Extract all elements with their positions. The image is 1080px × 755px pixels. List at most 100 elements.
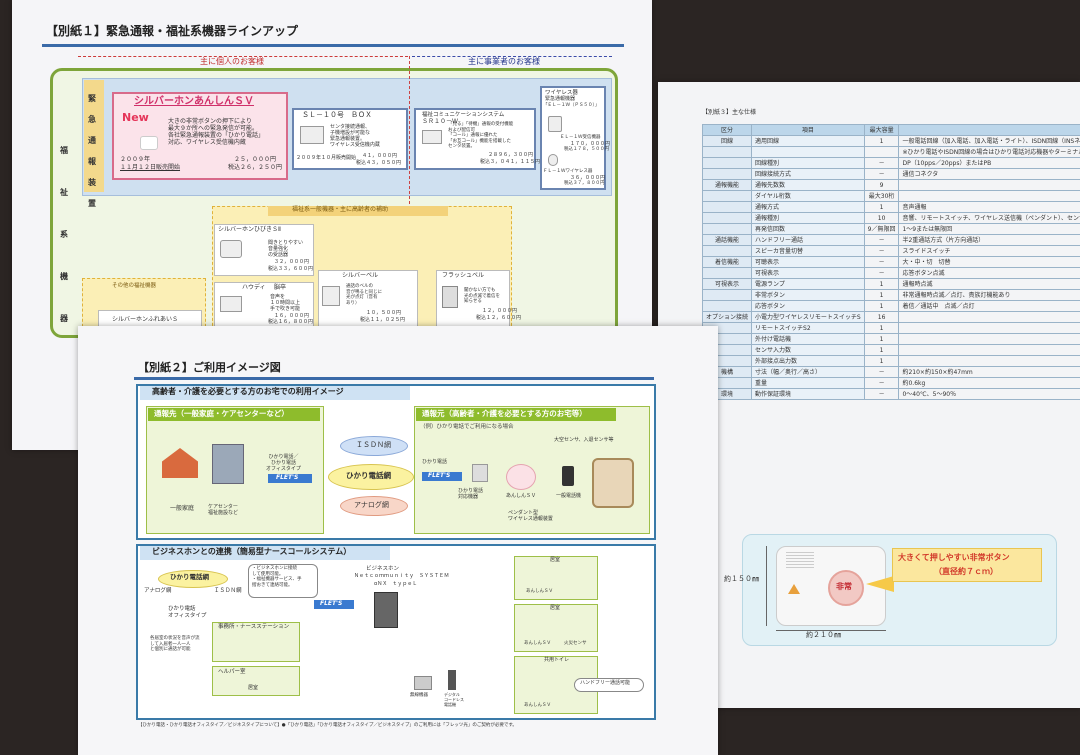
left-panel-label: 通報先（一般家庭・ケアセンターなど） (154, 409, 289, 418)
spec-cell (898, 179, 1080, 191)
spec-cell (751, 146, 865, 158)
spec-cell: － (863, 377, 900, 389)
building-icon (212, 444, 244, 484)
spec-cell: 再発信回数 (751, 223, 865, 235)
spec-row: 回線種別－DP（10pps／20pps）またはPB (701, 157, 1080, 169)
spec-cell: 小電力型ワイヤレスリモートスイッチS (751, 311, 865, 323)
spec-cell: DP（10pps／20pps）またはPB (898, 157, 1080, 169)
other-welfare-label: その他の福祉機器 (112, 283, 157, 289)
hikari-cloud-2 (158, 570, 228, 588)
spec-cell: ハンドフリー通話 (751, 234, 865, 246)
silver-sv-card[interactable] (112, 92, 288, 180)
toilet-box (514, 656, 598, 714)
personal-header-band (78, 56, 408, 70)
spec-cell: 通報種別 (751, 212, 865, 224)
spec-table: 区分項目最大容量記事 回線適用回線1一般電話回線（加入電話、加入電話・ライト）、… (701, 124, 1080, 400)
sr10-desc: 「見る」「待機」通報の受付機能および配信可「コール」通報に優れた「お互コール」機… (448, 122, 514, 149)
spec-cell: 外付け電話機 (751, 333, 865, 345)
el1-model: ＥＬ－１Ｗ受信機器 (560, 135, 601, 140)
silver-sv-year: ２００９年 (120, 156, 151, 163)
callout-text: 大きくて押しやすい非常ボタン (898, 553, 1010, 562)
spec-cell (898, 311, 1080, 323)
spec-row: 重量－約0.6kg (701, 377, 1080, 389)
spec-cell: － (863, 366, 900, 378)
sr10-price-tax: 税込３，０４１，１１５円 (480, 159, 541, 165)
isdn2-label: ＩＳＤＮ網 (214, 588, 242, 594)
spec-cell (898, 355, 1080, 367)
spec-cell: 可視表示 (701, 278, 753, 290)
hikari-router-label: ひかり電話対応機器 (458, 488, 484, 500)
hikari-tel-label: ひかり電話 (422, 459, 448, 465)
spec-cell: 着信機能 (701, 256, 753, 268)
emergency-button[interactable] (828, 570, 864, 606)
wireless-card[interactable] (540, 86, 606, 190)
wireless-model: 「ＥＬ－１Ｗ（ＰＳ５０）」 (543, 103, 600, 108)
el1-price-tax: 税込１７８，５００円 (564, 147, 609, 152)
spec-row: 可視表示－応答ボタン点滅 (701, 267, 1080, 279)
spec-row: ダイヤル桁数最大30桁 (701, 190, 1080, 202)
home-label: 一般家庭 (170, 505, 195, 512)
spec-cell: 動作保証環境 (751, 388, 865, 400)
hikari-office-label: ひかり電話／ひかり電話オフィスタイプ (266, 454, 301, 472)
spec-cell: 通信コネクタ (898, 168, 1080, 180)
daikan-sensor-label: 大空センサ、入退センサ等 (554, 437, 614, 443)
sl10-card[interactable] (292, 108, 408, 170)
usage-title-underline (134, 377, 654, 380)
spec-cell: 音響、リモートスイッチ、ワイヤレス送信機（ペンダント）、センサ、電池切れ、定時、… (898, 212, 1080, 224)
toilet-sv-label: あんしんＳＶ (524, 703, 551, 708)
helper-room-box (212, 666, 300, 696)
silver-sv-date: １１月１２日販売開始 (120, 164, 181, 171)
silver-sv-price: ２５，０００円 (234, 156, 277, 163)
room-1-sv-label: あんしんＳＶ (526, 589, 553, 594)
el1w-price: ３６，０００円 (570, 175, 606, 181)
spec-cell: センサ入力数 (751, 344, 865, 356)
callout-arrow (866, 576, 894, 592)
dim-width-line (776, 630, 886, 631)
dim-height-line (766, 546, 767, 626)
router-icon (472, 464, 488, 482)
spec-cell: 可聴表示 (751, 256, 865, 268)
sec1-title-bar (140, 386, 410, 400)
common-room-label: 居室 (248, 685, 259, 691)
hibiki-price: ３２，０００円 (274, 259, 310, 265)
sr10-price: ２８９６，３００円 (488, 152, 534, 158)
sheet-usage-page: 【別紙２】ご利用イメージ図 高齢者・介護を必要とする方のお宅での利用イメージ 通… (78, 326, 718, 755)
spec-cell (701, 289, 753, 301)
spec-cell: 1 (863, 355, 900, 367)
spec-cell: － (863, 267, 900, 279)
spec-cell: 応答ボタン点滅 (898, 267, 1080, 279)
spec-cell: スライドスイッチ (898, 245, 1080, 257)
flash-desc: 聞かない方でも光の点滅で着信を知らせる (464, 288, 500, 304)
isdn-cloud (340, 436, 408, 456)
right-panel-label: 通報元（高齢者・介護を必要とする方のお宅等） (422, 409, 587, 418)
spec-cell (701, 168, 753, 180)
analog2-label: アナログ網 (144, 588, 172, 594)
spec-cell: 1 (863, 333, 900, 345)
footnote: 【ひかり電話・ひかり電話オフィスタイプ／ビジネスタイプについて】●「ひかり電話」… (138, 723, 517, 728)
spec-cell: 回線種別 (751, 157, 865, 169)
spec-cell: 通報先数数 (751, 179, 865, 191)
handsfree-callout (574, 678, 644, 692)
spec-title: 【別紙３】主な仕様 (702, 109, 757, 116)
helper-room-label: ヘルパー室 (218, 669, 246, 675)
phone-icon (562, 466, 574, 486)
flash-title: フラッシュベル (442, 272, 485, 279)
netcomm-model: αＮＸ ｔｙｐｅＬ (374, 581, 418, 587)
room-2-box (514, 604, 598, 652)
room-1-label: 居室 (550, 557, 561, 563)
general-phone-label: 一般電話機 (556, 493, 582, 499)
spec-cell: 1 (863, 278, 900, 290)
spec-cell: 通報方式 (751, 201, 865, 213)
hibiki-device-icon (220, 240, 242, 258)
spec-cell: － (863, 157, 900, 169)
haudi-title: ハウディ (242, 284, 266, 291)
sec2-title: ビジネスホンとの連携（簡易型ナースコールシステム） (152, 547, 352, 556)
spec-cell: 1 (863, 135, 900, 147)
spec-cell: 電源ランプ (751, 278, 865, 290)
